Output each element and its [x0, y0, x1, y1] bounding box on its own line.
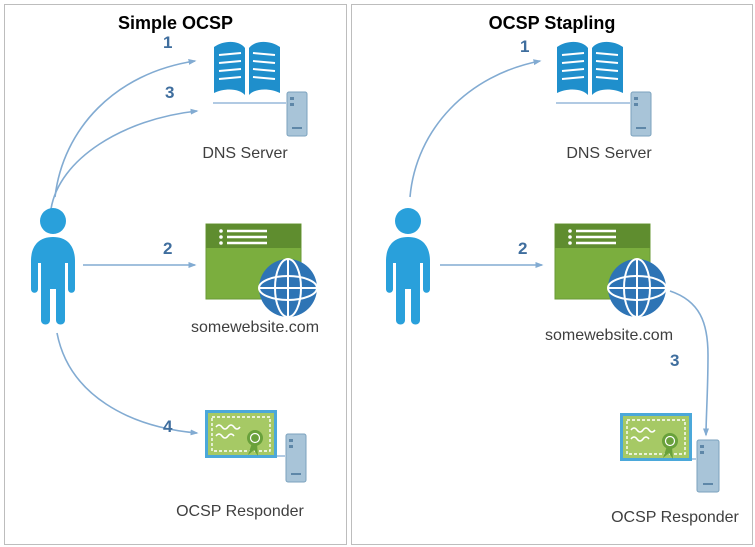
step-number-2: 2 — [163, 239, 173, 258]
arrow-step1 — [409, 59, 542, 198]
website-browser-icon — [554, 223, 651, 300]
ocsp-server-icon — [696, 439, 720, 493]
website-label: somewebsite.com — [544, 327, 674, 344]
user-person-icon — [27, 207, 79, 329]
simple-ocsp-panel: Simple OCSP 1 3 2 4 — [4, 4, 347, 545]
ocsp-stapling-panel: OCSP Stapling 1 2 3 — [351, 4, 753, 545]
panel-title: Simple OCSP — [117, 13, 234, 33]
panel-title: OCSP Stapling — [488, 13, 616, 33]
user-person-icon — [382, 207, 434, 329]
certificate-icon — [620, 413, 692, 461]
step-number-3: 3 — [670, 351, 680, 370]
website-label: somewebsite.com — [190, 319, 320, 336]
step-number-3: 3 — [165, 83, 175, 102]
globe-icon — [606, 257, 668, 319]
step-number-2: 2 — [518, 239, 528, 258]
dns-server-icon — [286, 91, 308, 137]
step-number-1: 1 — [520, 37, 530, 56]
arrow-step4 — [56, 332, 199, 436]
ocsp-server-icon — [285, 433, 307, 483]
step-number-4: 4 — [163, 417, 173, 436]
dns-book-icon — [211, 39, 283, 103]
arrow-step1 — [54, 59, 197, 198]
ocsp-responder-label: OCSP Responder — [611, 509, 739, 526]
dns-book-icon — [554, 39, 626, 103]
dns-server-label: DNS Server — [202, 145, 288, 162]
certificate-icon — [205, 410, 277, 458]
dns-server-icon — [630, 91, 652, 137]
globe-icon — [257, 257, 319, 319]
dns-server-label: DNS Server — [566, 145, 652, 162]
ocsp-responder-label: OCSP Responder — [176, 503, 304, 520]
step-number-1: 1 — [163, 33, 173, 52]
